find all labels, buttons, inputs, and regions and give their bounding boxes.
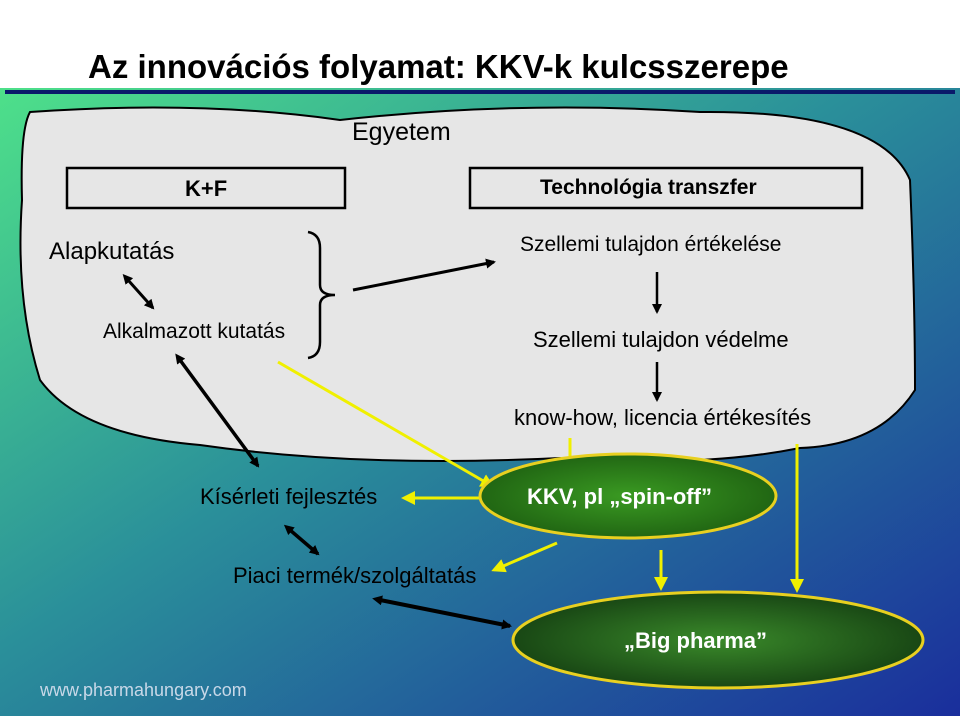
kf-label: K+F — [185, 176, 228, 201]
page-title: Az innovációs folyamat: KKV-k kulcsszere… — [88, 48, 789, 85]
brace — [307, 230, 336, 360]
bigpharma-ellipse — [511, 590, 925, 690]
arrow-applied-to-sme — [277, 360, 495, 488]
tech-transfer-label: Technológia transzfer — [540, 176, 757, 199]
ip-evaluation-label: Szellemi tulajdon értékelése — [520, 233, 782, 256]
bigpharma-label: „Big pharma” — [624, 628, 768, 653]
basic-research-label: Alapkutatás — [49, 238, 175, 265]
arrow-market-bigpharma — [372, 595, 512, 630]
kf-box — [65, 166, 347, 210]
sme-label: KKV, pl „spin-off” — [527, 484, 712, 509]
applied-research-label: Alkalmazott kutatás — [103, 320, 286, 343]
knowhow-label: know-how, licencia értékesítés — [514, 405, 812, 430]
ip-protection-label: Szellemi tulajdon védelme — [533, 327, 789, 352]
footer-url: www.pharmahungary.com — [40, 680, 247, 700]
university-label: Egyetem — [352, 118, 451, 146]
arrow-brace-ip — [352, 258, 496, 292]
tech-transfer-box — [468, 166, 864, 210]
arrow-sme-to-market — [491, 541, 558, 573]
title-underline — [5, 90, 955, 94]
arrow-experimental-market — [283, 524, 320, 556]
experimental-dev-label: Kísérleti fejlesztés — [200, 484, 378, 509]
sme-ellipse — [478, 452, 778, 540]
market-product-label: Piaci termék/szolgáltatás — [233, 563, 477, 588]
arrow-applied-experimental — [175, 353, 260, 468]
arrow-basic-applied — [122, 274, 155, 310]
